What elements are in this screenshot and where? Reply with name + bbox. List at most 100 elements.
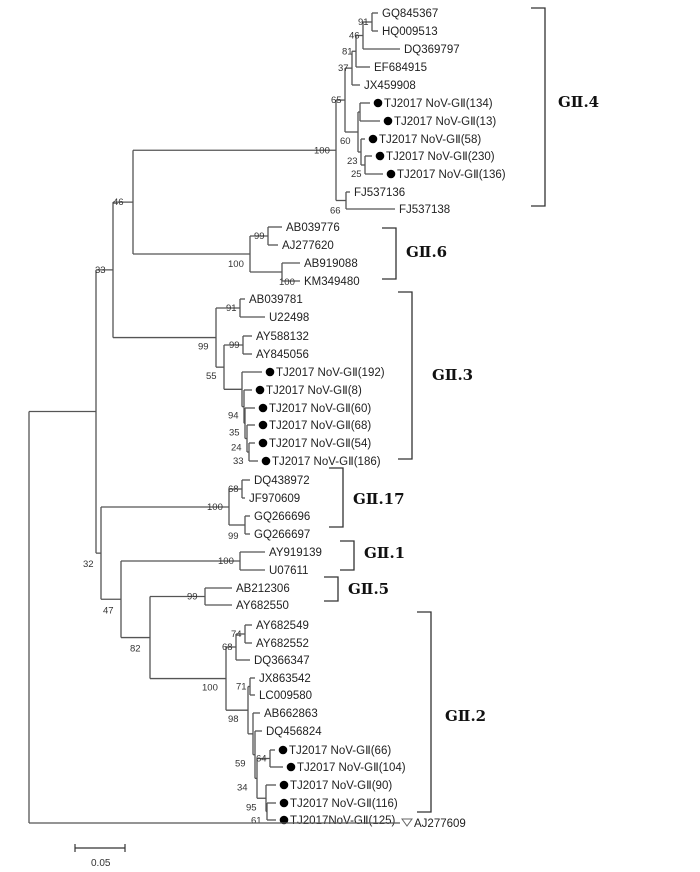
leaf-label: DQ369797 (404, 44, 460, 56)
bootstrap-value: 100 (202, 683, 218, 694)
bootstrap-value: 35 (229, 427, 240, 438)
leaf-label: TJ2017 NoV-GⅡ(116) (290, 798, 398, 810)
leaf-label: JF970609 (249, 493, 300, 505)
clade-bracket (531, 7, 546, 207)
leaf-label: LC009580 (259, 690, 312, 702)
bootstrap-value: 60 (340, 136, 351, 147)
clade-label-gii6: GⅡ.6 (406, 243, 447, 261)
leaf-label: TJ2017 NoV-GⅡ(13) (394, 116, 496, 128)
sample-marker-icon (279, 798, 289, 808)
bootstrap-value: 33 (233, 456, 244, 467)
clade-bracket (417, 611, 432, 813)
bootstrap-value: 37 (338, 63, 349, 74)
leaf-label: TJ2017 NoV-GⅡ(136) (397, 169, 506, 181)
bootstrap-value: 98 (228, 714, 239, 725)
clade-bracket (340, 540, 355, 571)
bootstrap-value: 68 (228, 484, 239, 495)
bootstrap-value: 94 (228, 411, 239, 422)
bootstrap-value: 99 (229, 340, 240, 351)
clade-label-gii17: GⅡ.17 (353, 490, 405, 508)
bootstrap-value: 61 (251, 816, 262, 827)
sample-marker-icon (286, 762, 296, 772)
leaf-label: TJ2017 NoV-GⅡ(104) (297, 762, 406, 774)
leaf-label: AB039781 (249, 294, 303, 306)
sample-marker-icon (278, 745, 288, 755)
leaf-label: AY682549 (256, 620, 309, 632)
sample-marker-icon (261, 456, 271, 466)
leaf-label: U22498 (269, 312, 309, 324)
clade-bracket (324, 576, 339, 602)
clade-bracket (329, 467, 344, 528)
bootstrap-value: 46 (349, 31, 360, 42)
sample-marker-icon (258, 403, 268, 413)
bootstrap-value: 46 (113, 197, 124, 208)
leaf-label: AY682550 (236, 600, 289, 612)
leaf-label: AB212306 (236, 583, 290, 595)
leaf-label: DQ366347 (254, 655, 310, 667)
clade-label-gii5: GⅡ.5 (348, 580, 389, 598)
leaf-label: EF684915 (374, 62, 427, 74)
leaf-label: AB662863 (264, 708, 318, 720)
bootstrap-value: 91 (226, 303, 237, 314)
leaf-label: TJ2017 NoV-GⅡ(68) (269, 420, 371, 432)
sample-marker-icon (279, 780, 289, 790)
leaf-label: AY845056 (256, 349, 309, 361)
sample-marker-icon (255, 385, 265, 395)
sample-marker-icon (368, 134, 378, 144)
leaf-label: JX863542 (259, 673, 311, 685)
leaf-label: AY682552 (256, 638, 309, 650)
leaf-label: U07611 (269, 565, 308, 577)
clade-label-gii1: GⅡ.1 (364, 544, 405, 562)
bootstrap-value: 68 (222, 642, 233, 653)
sample-marker-icon (373, 98, 383, 108)
bootstrap-value: 71 (236, 682, 247, 693)
sample-marker-icon (386, 169, 396, 179)
leaf-label: HQ009513 (382, 26, 438, 38)
bootstrap-value: 74 (231, 629, 242, 640)
leaf-label: AB039776 (286, 222, 340, 234)
bootstrap-value: 95 (246, 802, 257, 813)
leaf-label: TJ2017 NoV-GⅡ(230) (386, 151, 495, 163)
leaf-label: TJ2017 NoV-GⅡ(134) (384, 98, 493, 110)
bootstrap-value: 82 (130, 644, 141, 655)
leaf-label: TJ2017 NoV-GⅡ(54) (269, 438, 371, 450)
leaf-label: TJ2017 NoV-GⅡ(60) (269, 403, 371, 415)
bootstrap-value: 33 (95, 265, 106, 276)
bootstrap-value: 100 (314, 145, 330, 156)
clade-label-gii3: GⅡ.3 (432, 366, 473, 384)
clade-label-gii2: GⅡ.2 (445, 707, 486, 725)
bootstrap-value: 100 (228, 259, 244, 270)
bootstrap-value: 66 (330, 206, 341, 217)
bootstrap-value: 81 (342, 46, 353, 57)
clade-bracket (398, 291, 413, 460)
sample-marker-icon (265, 367, 275, 377)
bootstrap-value: 25 (351, 169, 362, 180)
leaf-label: TJ2017 NoV-GⅡ(90) (290, 780, 392, 792)
leaf-label: TJ2017 NoV-GⅡ(8) (266, 385, 362, 397)
leaf-label: TJ2017 NoV-GⅡ(58) (379, 134, 481, 146)
bootstrap-value: 91 (358, 17, 369, 28)
bootstrap-value: 24 (231, 443, 242, 454)
bootstrap-value: 65 (331, 95, 342, 106)
leaf-label: AY919139 (269, 547, 322, 559)
bootstrap-value: 32 (83, 559, 94, 570)
bootstrap-value: 34 (237, 782, 248, 793)
sample-marker-icon (279, 815, 289, 825)
scale-bar-label: 0.05 (91, 858, 111, 869)
clade-label-gii4: GⅡ.4 (558, 93, 599, 111)
bootstrap-value: 47 (103, 605, 114, 616)
leaf-label: AJ277609 (414, 818, 466, 830)
leaf-label: AB919088 (304, 258, 358, 270)
bootstrap-value: 55 (206, 371, 217, 382)
leaf-label: TJ2017NoV-GⅡ(125) (290, 815, 396, 827)
leaf-label: KM349480 (304, 276, 360, 288)
leaf-label: TJ2017 NoV-GⅡ(192) (276, 367, 385, 379)
leaf-label: AY588132 (256, 331, 309, 343)
bootstrap-value: 64 (256, 754, 267, 765)
outgroup-triangle-icon (401, 818, 413, 827)
bootstrap-value: 99 (228, 531, 239, 542)
bootstrap-value: 23 (347, 156, 358, 167)
sample-marker-icon (375, 151, 385, 161)
bootstrap-value: 100 (207, 502, 223, 513)
